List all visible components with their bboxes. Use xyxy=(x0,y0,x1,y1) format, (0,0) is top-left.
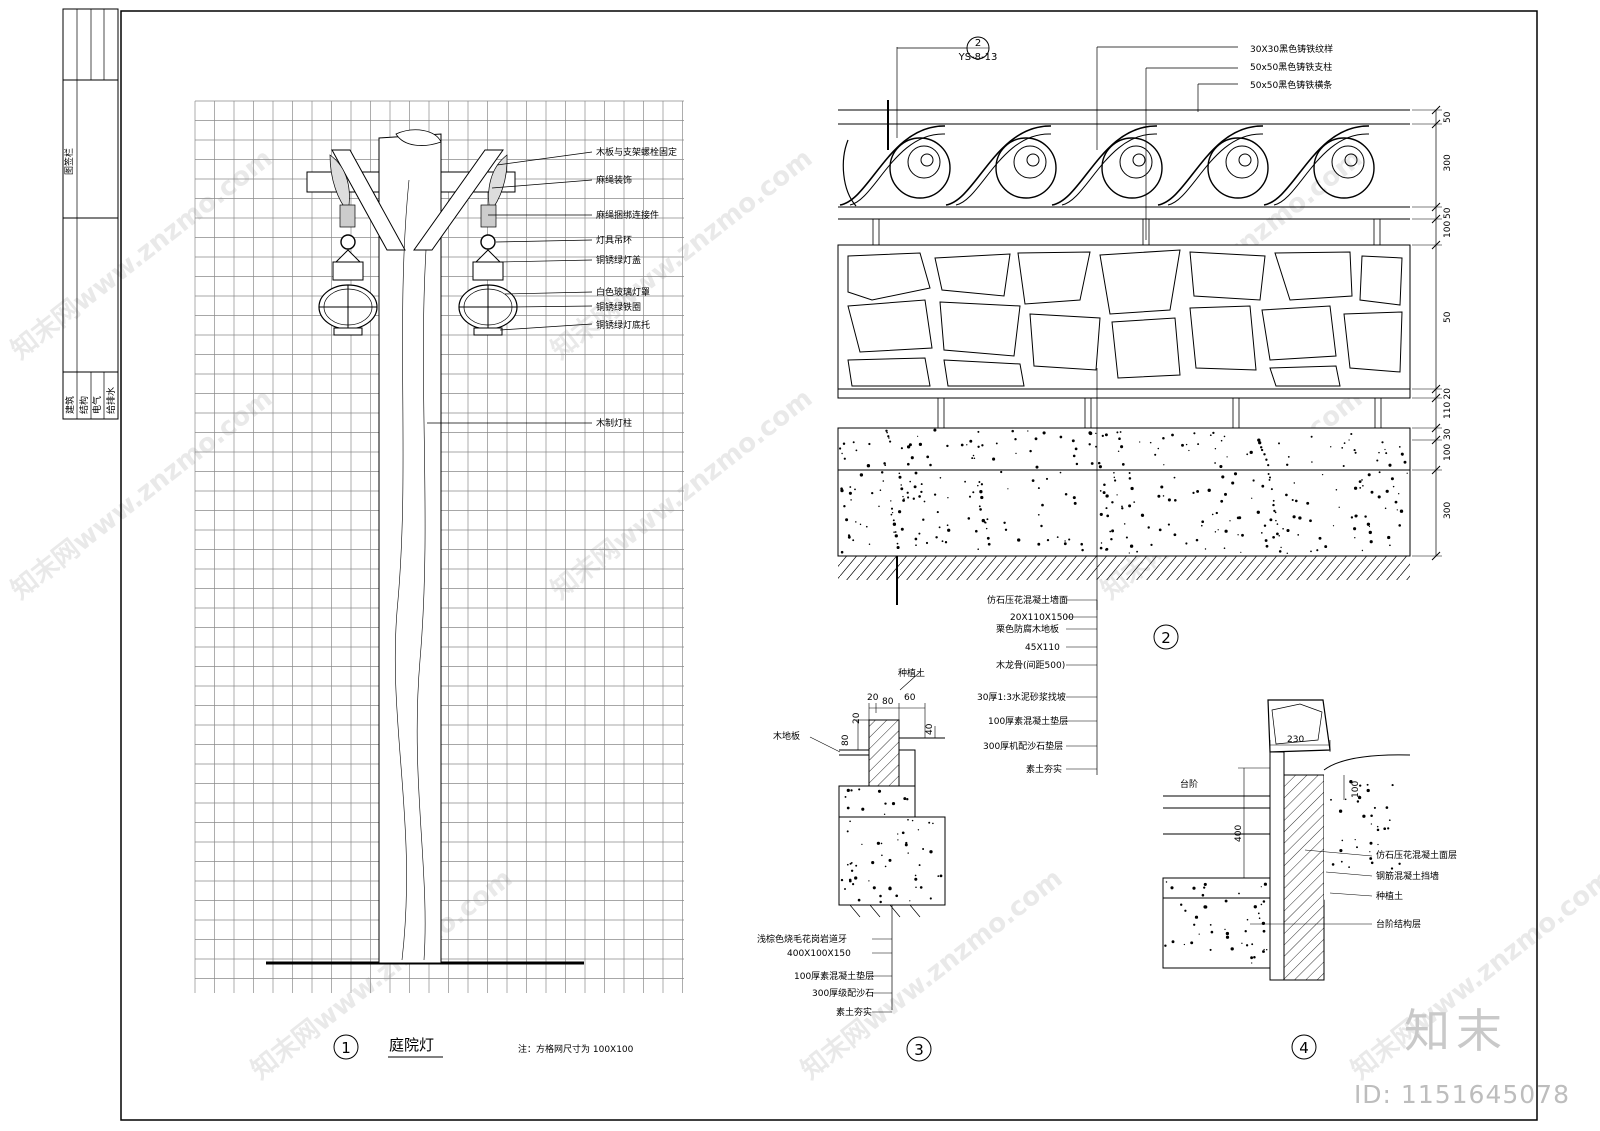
watermark: 知末网www.znzmo.com xyxy=(6,143,278,365)
layer-label: 100厚素混凝土垫层 xyxy=(988,715,1068,727)
watermark: 知末网www.znzmo.com xyxy=(6,383,278,605)
step-label: 台阶 xyxy=(1180,778,1198,790)
lamp-label: 麻绳装饰 xyxy=(596,174,632,186)
wall-label: 钢筋混凝土挡墙 xyxy=(1376,870,1439,882)
layer-labels: 浅棕色烧毛花岗岩道牙 400X100X150 100厚素混凝土垫层 300厚级配沙石素… xyxy=(757,933,892,1018)
wall-label: 种植土 xyxy=(1376,890,1403,902)
lamp-label: 木制灯柱 xyxy=(596,417,632,429)
image-id: ID: 1151645078 xyxy=(1353,1080,1570,1109)
railing-label: 50x50黑色铸铁横条 xyxy=(1250,79,1332,91)
discipline-label: 结构 xyxy=(78,396,90,414)
discipline-label: 给排水 xyxy=(105,387,117,414)
ref-sheet: YS-8-13 xyxy=(958,52,998,63)
lamp-label: 白色玻璃灯罩 xyxy=(596,286,650,298)
dim-text: 20 xyxy=(867,693,879,703)
dim-text: 50 xyxy=(1443,311,1453,323)
dimension-chain: 50 300 50 100 50 20 110 30 100 300 xyxy=(1412,105,1453,561)
lamp-label: 铜锈绿灯盖 xyxy=(596,254,641,266)
gravel-texture xyxy=(1164,780,1401,964)
dim-text: 50 xyxy=(1443,207,1453,219)
layer-label: 45X110 xyxy=(1025,643,1060,653)
lamp-label: 铜锈绿铁圈 xyxy=(596,301,641,313)
layer-label: 仿石压花混凝土墙面 xyxy=(987,594,1068,606)
dim-text: 230 xyxy=(1287,735,1304,745)
dim-text: 30 xyxy=(1443,428,1453,440)
layer-label: 300厚机配沙石垫层 xyxy=(983,740,1063,752)
detail-2-railing-section: 2 YS-8-13 30X30黑色铸铁纹样 50x50黑色铸铁支柱 50x50黑… xyxy=(837,36,1453,775)
detail-number: 3 xyxy=(914,1041,924,1059)
detail-3-curb-section: 20 80 60 80 20 40 种植土 木地板 浅棕色烧毛花岗岩道牙 400X… xyxy=(757,667,946,1062)
detail-number: 2 xyxy=(1161,629,1171,647)
dim-text: 300 xyxy=(1443,154,1453,171)
layer-label: 20X110X1500 xyxy=(1010,613,1074,623)
layer-label: 400X100X150 xyxy=(787,949,851,959)
layer-label: 素土夯实 xyxy=(1026,763,1062,775)
layer-label: 浅棕色烧毛花岗岩道牙 xyxy=(757,933,847,945)
detail-title: 庭院灯 xyxy=(389,1036,434,1054)
discipline-label: 电气 xyxy=(91,396,103,414)
dim-text: 20 xyxy=(852,712,862,724)
lamp-label: 木板与支架螺栓固定 xyxy=(596,146,677,158)
planting-soil-label: 种植土 xyxy=(898,667,925,679)
title-block: 图签栏 建筑 结构 电气 给排水 xyxy=(62,8,119,420)
dim-text: 400 xyxy=(1234,825,1244,842)
layer-label: 素土夯实 xyxy=(836,1006,872,1018)
ref-number: 2 xyxy=(975,38,981,49)
detail-1-garden-lamp: 木板与支架螺栓固定 麻绳装饰 麻绳捆绑连接件 灯具吊环 铜锈绿灯盖 白色玻璃灯罩… xyxy=(194,100,684,1060)
dim-text: 100 xyxy=(1443,221,1453,238)
dim-text: 60 xyxy=(904,693,916,703)
railing-label: 50x50黑色铸铁支柱 xyxy=(1250,61,1332,73)
wood-floor-label: 木地板 xyxy=(773,730,800,742)
lantern-right xyxy=(458,204,518,336)
dim-text: 80 xyxy=(841,734,851,746)
grid-note: 注：方格网尺寸为 100X100 xyxy=(518,1043,634,1055)
layer-label: 100厚素混凝土垫层 xyxy=(794,970,874,982)
layer-label: 木龙骨(间距500) xyxy=(996,659,1065,671)
layer-label: 30厚1:3水泥砂浆找坡 xyxy=(977,691,1066,703)
gravel-texture xyxy=(840,788,943,904)
brand-logo: 知末 xyxy=(1404,1004,1508,1058)
lamp-label: 麻绳捆绑连接件 xyxy=(596,209,659,221)
layer-label: 栗色防腐木地板 xyxy=(996,623,1059,635)
gravel-texture xyxy=(839,428,1408,555)
dim-text: 100 xyxy=(1351,781,1361,798)
layer-label: 300厚级配沙石 xyxy=(812,987,874,999)
watermark: 知末网www.znzmo.com xyxy=(546,383,818,605)
cast-iron-scroll-pattern xyxy=(839,125,1375,207)
dim-text: 100 xyxy=(1443,444,1453,461)
dim-text: 300 xyxy=(1443,502,1453,519)
dim-text: 50 xyxy=(1443,111,1453,123)
lamp-label: 铜锈绿灯底托 xyxy=(596,319,650,331)
discipline-label: 建筑 xyxy=(64,396,76,414)
dim-text: 20 xyxy=(1443,388,1453,400)
sheet-border xyxy=(120,10,1538,1121)
title-block-heading: 图签栏 xyxy=(63,148,75,175)
detail-number: 1 xyxy=(341,1039,351,1057)
wooden-lamp-post xyxy=(378,133,442,964)
detail-4-retaining-wall: 230 400 100 台阶 仿石压花混凝土面层 钢筋混凝土挡墙 种植土 台阶结… xyxy=(1162,699,1457,1060)
detail-number: 4 xyxy=(1299,1039,1309,1057)
railing-label: 30X30黑色铸铁纹样 xyxy=(1250,43,1333,55)
dim-text: 40 xyxy=(925,723,935,735)
dim-text: 110 xyxy=(1443,402,1453,419)
wall-label: 台阶结构层 xyxy=(1376,918,1421,930)
lantern-left xyxy=(318,204,378,336)
lamp-label: 灯具吊环 xyxy=(596,235,632,246)
dim-text: 80 xyxy=(882,697,894,707)
wall-label: 仿石压花混凝土面层 xyxy=(1376,849,1457,861)
watermark: 知末网www.znzmo.com xyxy=(546,143,818,365)
